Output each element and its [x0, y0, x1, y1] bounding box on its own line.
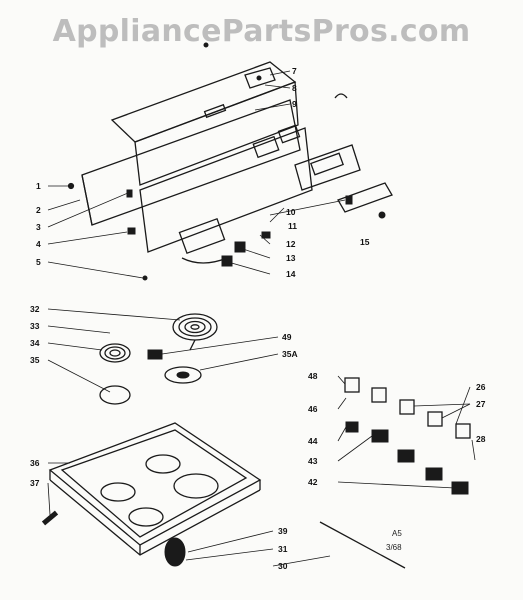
switch-block	[178, 217, 271, 267]
revision-note: A5 3/68	[386, 529, 402, 552]
callout-13: 13	[286, 253, 296, 263]
leader-lines	[47, 70, 476, 567]
callout-42: 42	[308, 477, 318, 487]
callout-8: 8	[292, 83, 297, 93]
watermark: AppliancePartsPros.com	[52, 14, 471, 49]
callout-14: 14	[286, 269, 296, 279]
small-fasteners	[67, 42, 386, 281]
callout-4: 4	[36, 239, 41, 249]
callout-35: 35	[30, 355, 40, 365]
callout-37: 37	[30, 478, 40, 488]
callout-44: 44	[308, 436, 318, 446]
switch-row	[344, 377, 471, 439]
backguard-panel	[81, 61, 313, 253]
callout-10: 10	[286, 207, 296, 217]
callout-28: 28	[476, 434, 486, 444]
callout-15: 15	[360, 237, 370, 247]
callout-49: 49	[282, 332, 292, 342]
cooktop-top	[48, 422, 262, 556]
surface-element-large	[172, 313, 218, 351]
note-line1: A5	[392, 529, 402, 538]
callout-43: 43	[308, 456, 318, 466]
knob-row	[345, 421, 469, 495]
callout-48: 48	[308, 371, 318, 381]
callout-46: 46	[308, 404, 318, 414]
callout-31: 31	[278, 544, 288, 554]
callout-11: 11	[288, 221, 297, 231]
callout-36: 36	[30, 458, 40, 468]
callout-3: 3	[36, 222, 41, 232]
drip-pan	[99, 366, 202, 405]
top-clip	[244, 67, 348, 99]
callout-12: 12	[286, 239, 296, 249]
callout-9: 9	[292, 99, 297, 109]
trim-strip	[41, 510, 186, 567]
callout-32: 32	[30, 304, 40, 314]
callout-labels: 1 2 3 4 5 7 8 9 10 11 12 13 14 15 32 33 …	[30, 66, 486, 571]
callout-35a: 35A	[282, 349, 298, 359]
rod	[319, 521, 406, 569]
surface-element-small	[99, 343, 131, 363]
outlet-bracket	[337, 182, 393, 213]
callout-7: 7	[292, 66, 297, 76]
clock-timer	[294, 144, 361, 191]
element-receptacle	[147, 349, 163, 360]
callout-34: 34	[30, 338, 40, 348]
callout-1: 1	[36, 181, 41, 191]
callout-39: 39	[278, 526, 288, 536]
callout-33: 33	[30, 321, 40, 331]
callout-26: 26	[476, 382, 486, 392]
callout-5: 5	[36, 257, 41, 267]
callout-27: 27	[476, 399, 486, 409]
note-line2: 3/68	[386, 543, 402, 552]
callout-30: 30	[278, 561, 288, 571]
callout-2: 2	[36, 205, 41, 215]
